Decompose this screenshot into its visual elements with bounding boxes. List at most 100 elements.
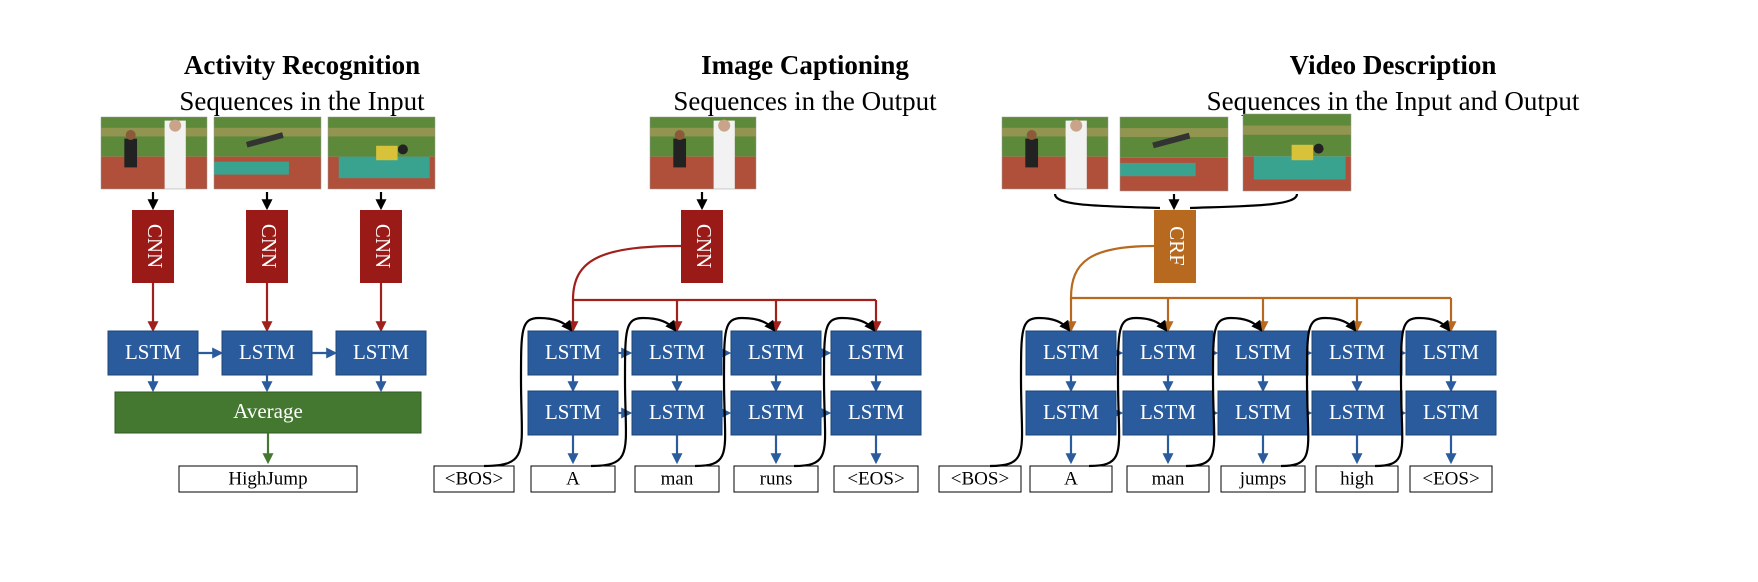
- video-lstm-bottom-2-label: LSTM: [1140, 400, 1196, 424]
- video-crf-bus: [1069, 244, 1451, 300]
- video-frame-3-mat: [1253, 156, 1346, 180]
- captioning-feedback-1: [483, 316, 573, 468]
- average-label: Average: [233, 399, 303, 423]
- activity-cnn-label-3: CNN: [371, 224, 395, 268]
- captioning-frame-track: [650, 156, 756, 189]
- activity-lstm-1-label: LSTM: [125, 340, 181, 364]
- activity-frame-1: [100, 116, 208, 190]
- activity-frame-1-border: [100, 116, 208, 190]
- activity-cnn-label-1: CNN: [143, 224, 167, 268]
- video-word-3: [1126, 465, 1210, 493]
- captioning-lstm-top-1-label: LSTM: [545, 340, 601, 364]
- video-frame-1: [1001, 116, 1109, 190]
- video-frame-1-border: [1001, 116, 1109, 190]
- video-lstm-bottom-2: [1122, 390, 1214, 436]
- captioning-word-2: [530, 465, 616, 493]
- captioning-frame-official-head: [718, 119, 731, 132]
- captioning-title: Image Captioning: [701, 50, 909, 80]
- activity-frame-1-official: [164, 120, 186, 189]
- captioning-frame-border: [649, 116, 757, 190]
- captioning-frame-athlete-head: [674, 130, 685, 140]
- activity-cnn-label-2: CNN: [257, 224, 281, 268]
- captioning-frame-athlete: [673, 138, 687, 168]
- activity-frame-1-official-head: [169, 119, 182, 132]
- video-frame-1-official-head: [1070, 119, 1083, 132]
- video-lstm-bottom-5: [1405, 390, 1497, 436]
- video-feedback-3: [1185, 316, 1263, 468]
- video-feedback-5: [1374, 316, 1451, 468]
- video-title: Video Description: [1290, 50, 1497, 80]
- activity-lstm-3: [335, 330, 427, 376]
- video-lstm-top-2: [1122, 330, 1214, 376]
- captioning-lstm-bottom-1: [527, 390, 619, 436]
- video-lstm-top-3: [1217, 330, 1309, 376]
- video-frame-1-crowd: [1002, 127, 1108, 137]
- activity-lstm-3-label: LSTM: [353, 340, 409, 364]
- video-lstm-bottom-3-label: LSTM: [1235, 400, 1291, 424]
- captioning-lstm-top-4-label: LSTM: [848, 340, 904, 364]
- activity-frame-2-border: [213, 116, 322, 190]
- activity-frame-3-crowd: [328, 127, 435, 137]
- video-frame-1-track: [1002, 156, 1108, 189]
- captioning-word-1-label: <BOS>: [445, 468, 503, 489]
- activity-frame-3-athlete: [376, 145, 398, 161]
- captioning-frame: [649, 116, 757, 190]
- activity-frame-1-athlete: [124, 138, 138, 168]
- video-frame-2-mat: [1120, 162, 1196, 177]
- video-frame-2-athlete: [1152, 132, 1191, 149]
- activity-frame-2-mat: [214, 161, 289, 175]
- video-lstm-bottom-4-label: LSTM: [1329, 400, 1385, 424]
- captioning-frame-grass: [650, 117, 756, 157]
- video-lstm-bottom-1-label: LSTM: [1043, 400, 1099, 424]
- video-lstm-bottom-4: [1311, 390, 1403, 436]
- video-frame-1-athlete: [1025, 138, 1039, 168]
- activity-cnn-box-1: [132, 210, 174, 283]
- video-word-4-label: jumps: [1239, 468, 1286, 489]
- captioning-frame-official: [713, 120, 735, 189]
- captioning-word-4: [733, 465, 819, 493]
- video-frame-1-grass: [1002, 117, 1108, 157]
- video-lstm-top-2-label: LSTM: [1140, 340, 1196, 364]
- captioning-lstm-top-2: [631, 330, 723, 376]
- video-feedback-4: [1280, 316, 1357, 468]
- captioning-frame-crowd: [650, 127, 756, 137]
- video-word-5: [1315, 465, 1399, 493]
- video-frame-3-athlete: [1291, 144, 1314, 161]
- captioning-lstm-top-2-label: LSTM: [649, 340, 705, 364]
- output-label-box-label: HighJump: [228, 468, 307, 489]
- activity-frame-1-track: [101, 156, 207, 189]
- captioning-lstm-top-4: [830, 330, 922, 376]
- captioning-lstm-bottom-4: [830, 390, 922, 436]
- activity-frame-1-crowd: [101, 127, 207, 137]
- activity-frame-3-border: [327, 116, 436, 190]
- activity-lstm-2-label: LSTM: [239, 340, 295, 364]
- video-frame-3: [1242, 113, 1352, 192]
- captioning-lstm-bottom-3-label: LSTM: [748, 400, 804, 424]
- activity-frame-1-grass: [101, 117, 207, 157]
- captioning-word-5: [833, 465, 919, 493]
- video-word-6-label: <EOS>: [1422, 468, 1479, 489]
- video-word-5-label: high: [1340, 468, 1374, 489]
- captioning-lstm-bottom-4-label: LSTM: [848, 400, 904, 424]
- video-subtitle: Sequences in the Input and Output: [1207, 86, 1580, 116]
- captioning-word-3-label: man: [661, 468, 694, 489]
- video-lstm-top-1-label: LSTM: [1043, 340, 1099, 364]
- output-label-box: [178, 465, 358, 493]
- captioning-word-5-label: <EOS>: [847, 468, 904, 489]
- activity-frame-3-athlete-head: [397, 144, 408, 155]
- video-lstm-top-5-label: LSTM: [1423, 340, 1479, 364]
- video-frame-1-athlete-head: [1026, 130, 1037, 140]
- video-frame-2: [1119, 116, 1229, 192]
- captioning-lstm-bottom-1-label: LSTM: [545, 400, 601, 424]
- average-box: [114, 391, 422, 434]
- activity-frame-3: [327, 116, 436, 190]
- video-lstm-bottom-1: [1025, 390, 1117, 436]
- video-lstm-top-4-label: LSTM: [1329, 340, 1385, 364]
- video-frame-1-official: [1065, 120, 1087, 189]
- captioning-subtitle: Sequences in the Output: [673, 86, 937, 116]
- video-frame-3-athlete-head: [1313, 143, 1324, 154]
- video-frame-3-border: [1242, 113, 1352, 192]
- activity-frame-2-crowd: [214, 127, 321, 137]
- video-frame-merge-3: [1189, 193, 1299, 210]
